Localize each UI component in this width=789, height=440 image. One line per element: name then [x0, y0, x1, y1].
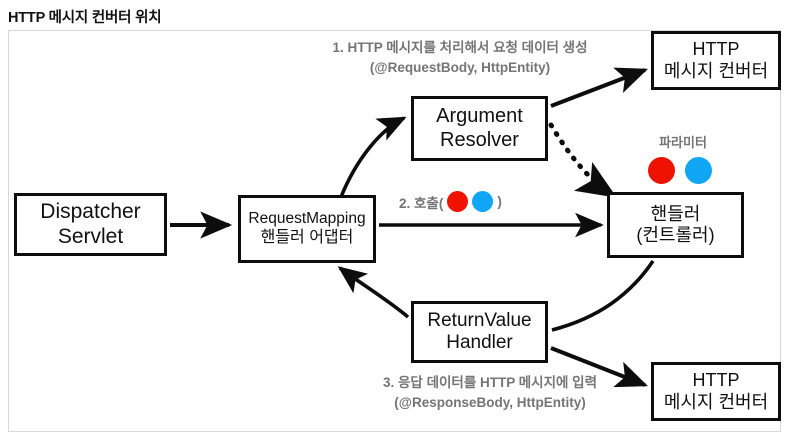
node-return-value-handler-line2: Handler [446, 332, 513, 353]
node-http-converter-bottom-line2: 메시지 컨버터 [663, 391, 769, 412]
node-request-mapping-handler-adapter[interactable]: RequestMapping 핸들러 어댑터 [238, 195, 376, 263]
node-dispatcher-servlet-line2: Servlet [57, 224, 124, 248]
red-circle-icon [447, 191, 469, 212]
node-dispatcher-servlet[interactable]: Dispatcher Servlet [14, 193, 167, 256]
parameter-dots [648, 157, 712, 184]
red-circle-icon [648, 157, 675, 184]
annotation-step2-prefix: 2. 호출( [399, 195, 444, 211]
annotation-step1: 1. HTTP 메시지를 처리해서 요청 데이터 생성 (@RequestBod… [300, 38, 620, 77]
annotation-parameter-label: 파라미터 [659, 135, 707, 150]
annotation-step3-line2: (@ResponseBody, HttpEntity) [394, 394, 586, 410]
node-handler-line2: (컨트롤러) [636, 225, 715, 245]
annotation-step3-line1: 3. 응답 데이터를 HTTP 메시지에 입력 [382, 375, 598, 390]
annotation-step2-suffix: ) [497, 194, 502, 209]
annotation-step1-line2: (@RequestBody, HttpEntity) [369, 59, 551, 75]
node-return-value-handler[interactable]: ReturnValue Handler [411, 301, 548, 363]
node-dispatcher-servlet-line1: Dispatcher [40, 199, 141, 223]
node-request-mapping-line1: RequestMapping [248, 210, 366, 228]
node-argument-resolver-line1: Argument [436, 104, 523, 127]
node-request-mapping-line2: 핸들러 어댑터 [260, 228, 354, 246]
node-http-message-converter-bottom[interactable]: HTTP 메시지 컨버터 [651, 362, 781, 421]
node-argument-resolver[interactable]: Argument Resolver [411, 96, 548, 161]
node-http-converter-top-line2: 메시지 컨버터 [663, 60, 769, 81]
blue-circle-icon [472, 191, 494, 212]
node-http-message-converter-top[interactable]: HTTP 메시지 컨버터 [651, 31, 781, 90]
annotation-step3: 3. 응답 데이터를 HTTP 메시지에 입력 (@ResponseBody, … [330, 373, 650, 412]
node-handler-controller[interactable]: 핸들러 (컨트롤러) [607, 192, 744, 258]
annotation-step1-line1: 1. HTTP 메시지를 처리해서 요청 데이터 생성 [332, 40, 588, 55]
node-http-converter-top-line1: HTTP [692, 39, 740, 60]
node-argument-resolver-line2: Resolver [440, 128, 519, 151]
node-http-converter-bottom-line1: HTTP [692, 370, 740, 391]
blue-circle-icon [685, 157, 712, 184]
node-return-value-handler-line1: ReturnValue [427, 309, 532, 331]
node-handler-line1: 핸들러 [650, 203, 701, 224]
annotation-step2: 2. 호출( ) [399, 191, 502, 212]
page-title: HTTP 메시지 컨버터 위치 [8, 10, 162, 26]
